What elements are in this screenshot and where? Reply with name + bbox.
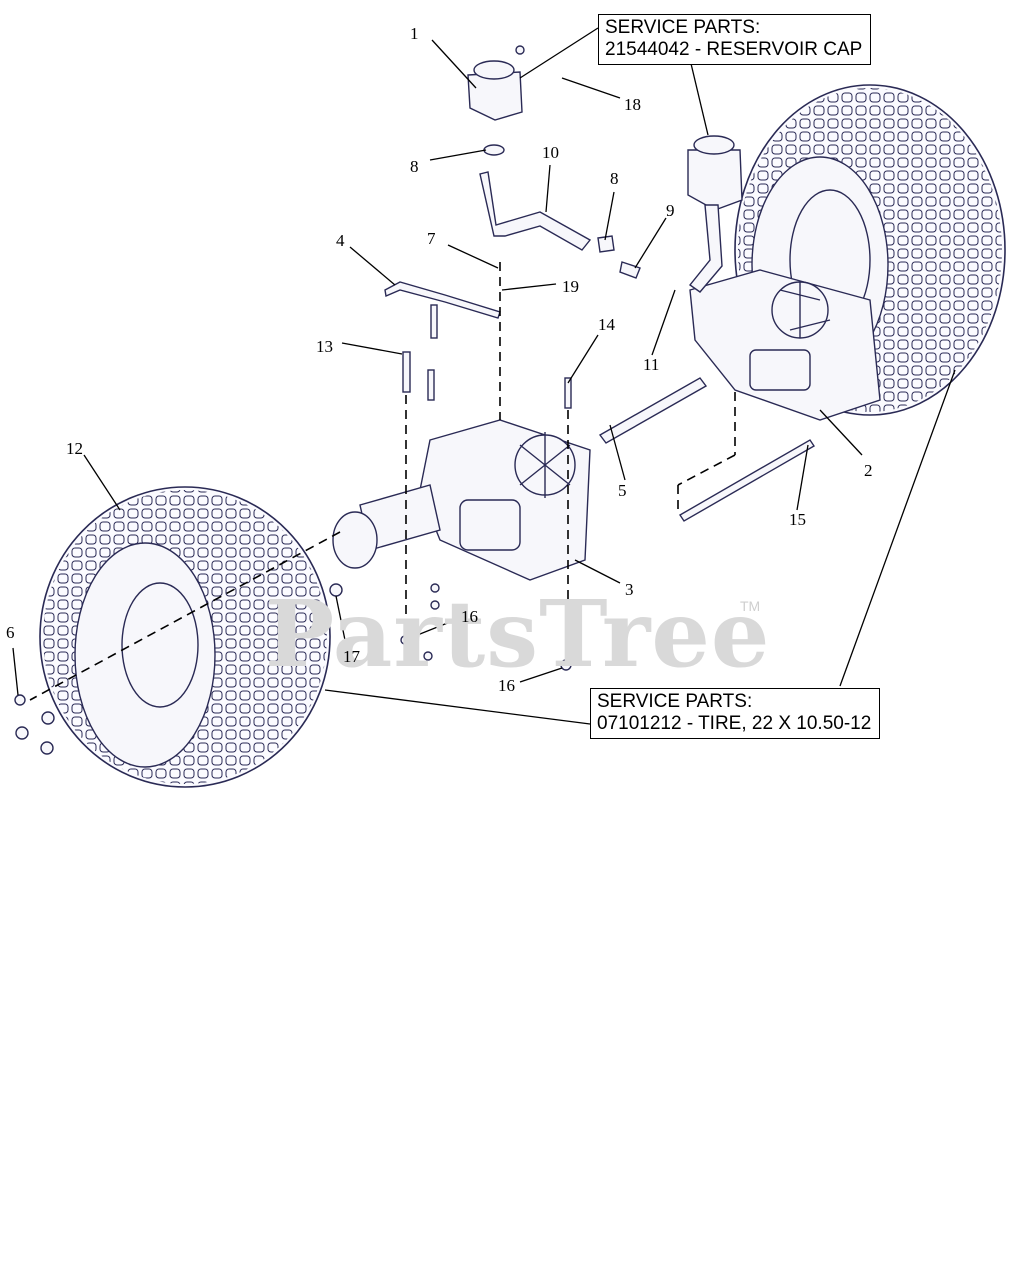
callout-16b: 16: [498, 676, 515, 695]
callout-18: 18: [624, 95, 641, 114]
callout-16: 16: [461, 607, 478, 626]
assembly-lines: [29, 262, 736, 701]
service-box-reservoir-cap: SERVICE PARTS: 21544042 - RESERVOIR CAP: [598, 14, 872, 65]
watermark-trademark: TM: [740, 598, 761, 614]
callout-11: 11: [643, 355, 660, 374]
callout-5: 5: [618, 481, 627, 500]
leader-lines: [12, 27, 956, 725]
service-box-part: 07101212 - TIRE, 22 X 10.50-12: [597, 713, 872, 734]
callout-8b: 8: [610, 169, 619, 188]
service-box-heading: SERVICE PARTS:: [605, 17, 761, 38]
right-reservoir: [687, 135, 743, 293]
service-box-tire: SERVICE PARTS: 07101212 - TIRE, 22 X 10.…: [590, 688, 881, 739]
callout-1: 1: [410, 24, 419, 43]
callout-19: 19: [562, 277, 579, 296]
callout-3: 3: [625, 580, 634, 599]
callout-13: 13: [316, 337, 333, 356]
callout-2: 2: [864, 461, 873, 480]
callout-6: 6: [6, 623, 15, 642]
service-box-part: 21544042 - RESERVOIR CAP: [605, 39, 863, 60]
callout-14: 14: [598, 315, 615, 334]
callout-17: 17: [343, 647, 360, 666]
callout-8: 8: [410, 157, 419, 176]
left-transaxle: [332, 419, 591, 581]
hoses-and-hardware: [14, 144, 815, 755]
callout-4: 4: [336, 231, 345, 250]
callout-10: 10: [542, 143, 559, 162]
callout-15: 15: [789, 510, 806, 529]
left-tire: [39, 486, 331, 788]
callout-9: 9: [666, 201, 675, 220]
reservoir-cap-assembly: [467, 45, 525, 121]
right-transaxle: [689, 269, 881, 421]
service-box-heading: SERVICE PARTS:: [597, 691, 753, 712]
callout-7: 7: [427, 229, 436, 248]
watermark: PartsTree: [265, 580, 771, 688]
callout-12: 12: [66, 439, 83, 458]
